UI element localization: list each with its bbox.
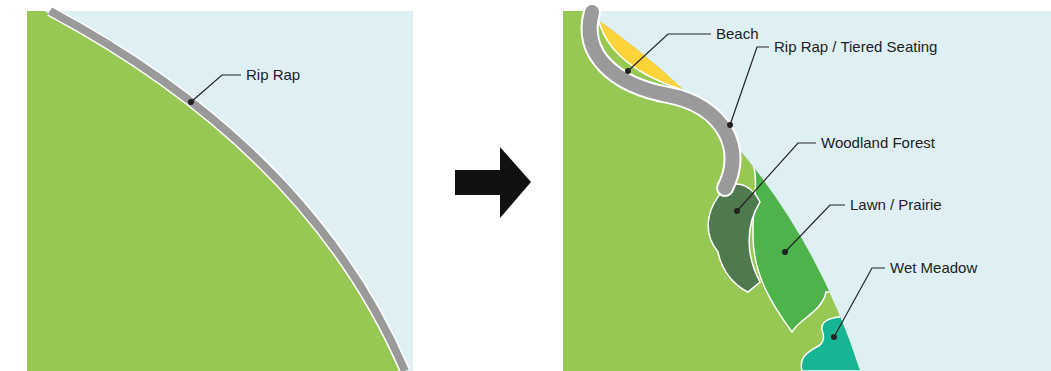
callout-label: Rip Rap / Tiered Seating bbox=[774, 38, 937, 56]
callout-label: Woodland Forest bbox=[821, 134, 935, 152]
rip-rap-edge bbox=[50, 11, 405, 371]
leader-dot bbox=[625, 68, 631, 74]
callout-label: Rip Rap bbox=[246, 66, 300, 84]
water bbox=[27, 11, 413, 371]
leader-line bbox=[785, 205, 845, 252]
leader-line bbox=[834, 268, 885, 337]
callout-label: Lawn / Prairie bbox=[850, 196, 942, 214]
rip-rap-seating bbox=[590, 12, 733, 188]
leader-line bbox=[191, 75, 241, 102]
rip-rap-edge bbox=[590, 12, 733, 188]
leader-dot bbox=[188, 99, 194, 105]
leader-dot bbox=[831, 334, 837, 340]
land bbox=[27, 11, 399, 371]
leader-line bbox=[737, 143, 816, 211]
rip-rap-band bbox=[50, 11, 405, 371]
wet-meadow-zone bbox=[801, 317, 900, 371]
callout-label: Beach bbox=[716, 25, 759, 43]
leader-line bbox=[730, 47, 769, 125]
leader-line bbox=[628, 34, 711, 71]
lawn-zone bbox=[738, 140, 900, 332]
water bbox=[563, 11, 1051, 371]
woodland-zone bbox=[708, 184, 760, 292]
leader-dot bbox=[727, 122, 733, 128]
arrow-head bbox=[500, 147, 531, 218]
arrow-shaft bbox=[455, 170, 505, 195]
callout-label: Wet Meadow bbox=[890, 259, 977, 277]
leader-dot bbox=[782, 249, 788, 255]
land bbox=[563, 11, 860, 371]
leader-dot bbox=[734, 208, 740, 214]
